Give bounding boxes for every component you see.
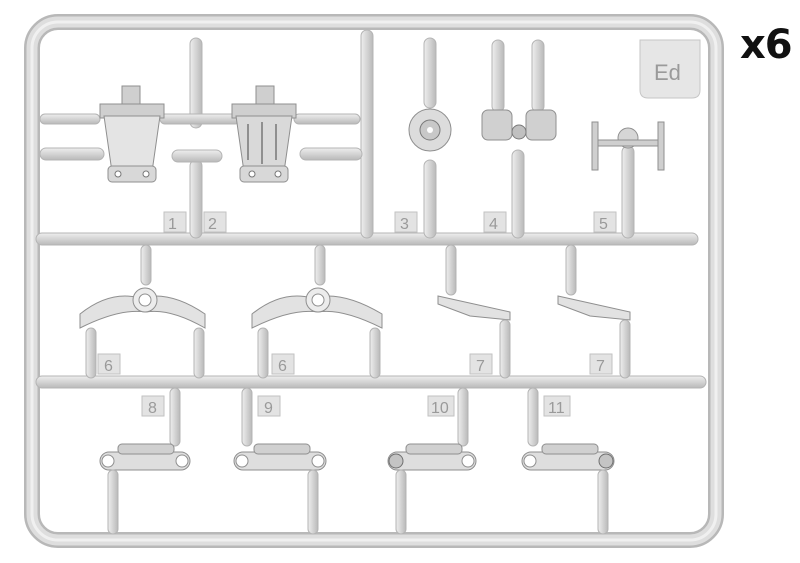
part-7-left: [437, 295, 511, 321]
outer-frame: [24, 14, 724, 548]
part-number-7a: 7: [476, 358, 485, 375]
part-11: [521, 443, 615, 471]
runners: [35, 29, 707, 389]
part-number-9: 9: [264, 400, 273, 417]
part-2: [231, 85, 297, 183]
part-8-11-row: 8 9 10 11: [99, 387, 615, 535]
part-number-5: 5: [599, 216, 608, 233]
part-number-3: 3: [400, 216, 409, 233]
part-3: [408, 108, 452, 152]
part-1-2-assembly: 1 2: [39, 37, 363, 239]
part-5: [591, 121, 665, 171]
part-4: [481, 109, 557, 141]
part-6-left: [79, 287, 206, 329]
part-number-11: 11: [548, 400, 565, 417]
part-number-6b: 6: [278, 358, 287, 375]
part-7-right: [557, 295, 631, 321]
quantity-label: x6: [740, 22, 793, 68]
part-number-8: 8: [148, 400, 157, 417]
part-number-4: 4: [489, 216, 498, 233]
part-6-right: [251, 287, 383, 329]
sprue-code-tab: Ed: [639, 39, 701, 99]
part-3-5-assembly: 3 4 5: [394, 37, 665, 239]
part-7-pair: 7 7: [437, 244, 631, 379]
part-number-10: 10: [431, 400, 449, 417]
part-10: [387, 443, 477, 471]
part-number-6a: 6: [104, 358, 113, 375]
sprue-code: Ed: [654, 60, 681, 85]
part-6-pair: 6 6: [79, 244, 383, 379]
part-number-2: 2: [208, 216, 217, 233]
part-9: [233, 443, 327, 471]
part-8: [99, 443, 191, 471]
part-number-1: 1: [168, 216, 177, 233]
part-number-7b: 7: [596, 358, 605, 375]
part-1: [99, 85, 165, 183]
